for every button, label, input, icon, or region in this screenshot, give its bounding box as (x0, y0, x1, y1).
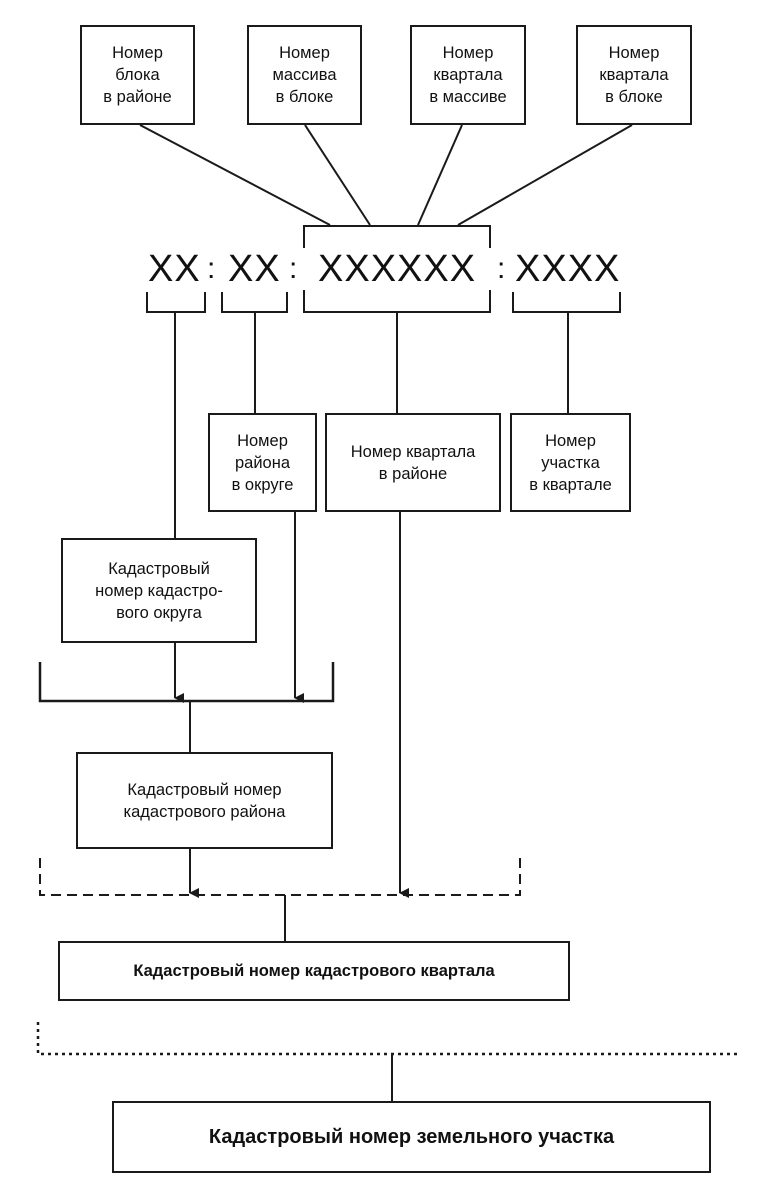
label-block-in-district: Номер блока в районе (103, 44, 172, 106)
line-array (304, 124, 371, 226)
label-parcel-number: Кадастровый номер земельного участка (208, 1126, 615, 1148)
box-quarter-in-block: Номер квартала в блоке (576, 25, 692, 125)
box-district-in-okrug: Номер района в округе (208, 413, 317, 512)
label-okrug-number: Кадастровый номер кадастро- вого округа (95, 559, 223, 622)
code-segment-4: XXXX (515, 248, 621, 290)
code-separator-1: : (207, 252, 216, 285)
join-bracket-2 (39, 858, 521, 896)
code-segment-3: XXXXXX (318, 248, 477, 290)
box-quarter-in-array: Номер квартала в массиве (410, 25, 526, 125)
box-district-number: Кадастровый номер кадастрового района (76, 752, 333, 849)
code-segment-1: XX (148, 248, 201, 290)
box-parcel-in-quarter: Номер участка в квартале (510, 413, 631, 512)
box-parcel-number: Кадастровый номер земельного участка (112, 1101, 711, 1173)
box-quarter-in-district: Номер квартала в районе (325, 413, 501, 512)
join-bracket-3 (36, 1022, 738, 1056)
code-separator-3: : (497, 252, 506, 285)
code-segment-2: XX (228, 248, 281, 290)
label-district-number: Кадастровый номер кадастрового района (123, 780, 286, 821)
bracket-seg3 (303, 290, 491, 313)
box-quarter-number: Кадастровый номер кадастрового квартала (58, 941, 570, 1001)
join-bracket-1 (38, 662, 335, 703)
bracket-seg2 (221, 292, 288, 313)
bracket-seg4 (512, 292, 621, 313)
label-parcel-in-quarter: Номер участка в квартале (529, 431, 612, 494)
box-okrug-number: Кадастровый номер кадастро- вого округа (61, 538, 257, 643)
bracket-seg1 (146, 292, 206, 313)
label-quarter-number: Кадастровый номер кадастрового квартала (133, 962, 495, 980)
label-quarter-in-district: Номер квартала в районе (350, 442, 476, 483)
line-quarter-block (457, 124, 633, 226)
code-separator-2: : (289, 252, 298, 285)
line-block (139, 124, 331, 226)
box-array-in-block: Номер массива в блоке (247, 25, 362, 125)
label-district-in-okrug: Номер района в округе (231, 431, 294, 494)
line-quarter-array (417, 124, 463, 226)
bracket-top-seg3 (303, 225, 491, 248)
label-quarter-in-block: Номер квартала в блоке (599, 44, 669, 106)
label-array-in-block: Номер массива в блоке (272, 44, 337, 106)
box-block-in-district: Номер блока в районе (80, 25, 195, 125)
label-quarter-in-array: Номер квартала в массиве (429, 44, 507, 106)
